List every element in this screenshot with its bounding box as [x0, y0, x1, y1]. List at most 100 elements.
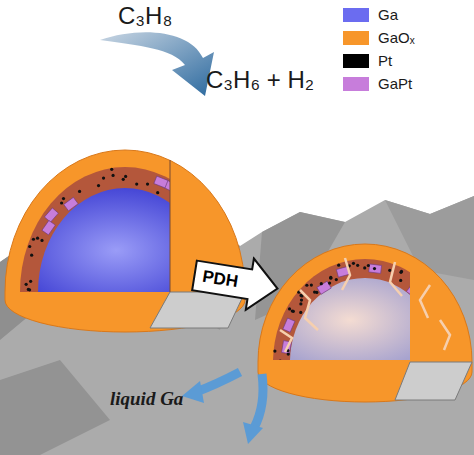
pt-particle — [399, 279, 402, 282]
pt-particle — [320, 282, 323, 285]
crack-line — [390, 262, 402, 296]
pt-particle — [299, 311, 302, 314]
pt-particles — [25, 168, 170, 293]
pt-particle — [373, 267, 376, 270]
pt-particle — [328, 282, 331, 285]
crack-line — [420, 285, 430, 318]
legend-text: Ga — [378, 6, 398, 23]
crack-line — [342, 258, 350, 290]
pt-particle — [29, 280, 32, 283]
support-facet — [0, 360, 110, 455]
pt-particle — [78, 190, 81, 193]
crack-line — [300, 290, 318, 330]
legend-text: Pt — [378, 52, 392, 69]
gapt-patch — [369, 264, 382, 273]
ga-core — [38, 188, 170, 292]
pt-particle — [60, 201, 63, 204]
pt-particle — [273, 349, 276, 352]
pt-particle — [287, 352, 290, 355]
pt-particle — [110, 168, 113, 171]
pt-particle — [400, 270, 403, 273]
legend-entry: GaOₓ — [343, 29, 415, 46]
legend-text: GaOₓ — [378, 29, 415, 46]
pt-particle — [122, 178, 125, 181]
pt-particle — [28, 245, 31, 248]
gapt-patch — [283, 318, 295, 332]
cross-section — [273, 259, 410, 360]
phase-label: liquid Ga — [110, 388, 183, 410]
legend-swatch — [343, 8, 369, 22]
pt-particle — [335, 278, 338, 281]
pt-particle — [97, 184, 100, 187]
pt-particle — [36, 237, 39, 240]
gapt-patches — [42, 176, 170, 282]
pt-particle — [363, 266, 366, 269]
legend-text: GaPt — [378, 75, 412, 92]
pt-particle — [292, 310, 295, 313]
process-arrow: PDH — [188, 247, 284, 316]
legend-swatch — [343, 77, 369, 91]
gapt-patch — [317, 281, 331, 294]
outflow-arrow — [196, 372, 240, 392]
pt-particle — [279, 359, 282, 360]
legend-entry: GaPt — [343, 75, 412, 92]
pt-particle — [329, 277, 332, 280]
pt-particle — [111, 174, 114, 177]
gapt-layer — [273, 259, 410, 360]
cross-section — [20, 167, 170, 292]
pt-particle — [315, 291, 318, 294]
pt-particle — [30, 254, 33, 257]
pt-particles — [273, 262, 410, 360]
pt-particle — [124, 175, 127, 178]
gapt-layer — [20, 167, 170, 292]
gapt-patch — [42, 220, 55, 234]
pt-particle — [300, 298, 303, 301]
pt-particle — [156, 191, 159, 194]
gaox-shell — [5, 150, 245, 332]
gapt-patch — [406, 285, 410, 299]
pt-particle — [102, 177, 105, 180]
pt-particle — [388, 269, 391, 272]
cut-floor — [150, 292, 245, 328]
pt-particle — [356, 264, 359, 267]
pt-particle — [310, 283, 313, 286]
shell-cracks — [280, 258, 450, 352]
pt-particle — [25, 283, 28, 286]
legend-entry: Pt — [343, 52, 392, 69]
step-label: PDH — [188, 247, 284, 316]
arrow-head — [243, 422, 263, 444]
pt-particle — [329, 276, 332, 279]
pt-particle — [40, 239, 43, 242]
gapt-patch — [64, 197, 78, 211]
pt-particle — [367, 264, 370, 267]
legend-swatch — [343, 54, 369, 68]
depleted-core — [290, 278, 410, 360]
pt-particle — [399, 271, 402, 274]
pt-particle — [146, 182, 149, 185]
legend-swatch — [343, 31, 369, 45]
gapt-patch — [154, 176, 168, 188]
crack-line — [440, 320, 450, 350]
ga-outflow-arrows — [196, 372, 263, 428]
gaox-shell — [258, 244, 472, 402]
pt-particle — [352, 262, 355, 265]
pt-particle — [299, 302, 302, 305]
pt-particle — [135, 182, 138, 185]
cut-edge — [170, 160, 171, 292]
arrow-head — [182, 381, 204, 403]
gapt-patch — [44, 208, 58, 222]
pt-particle — [300, 294, 303, 297]
pt-particle — [299, 294, 302, 297]
pt-particle — [337, 264, 340, 267]
pt-particle — [62, 197, 65, 200]
reaction-swoosh — [100, 32, 214, 96]
crack-line — [280, 330, 292, 352]
cut-floor — [395, 362, 472, 400]
pt-particle — [305, 284, 308, 287]
pt-particle — [32, 238, 35, 241]
legend-entry: Ga — [343, 6, 398, 23]
outflow-arrow — [254, 374, 263, 428]
product-formula: C₃H₆ + H₂ — [206, 66, 314, 94]
